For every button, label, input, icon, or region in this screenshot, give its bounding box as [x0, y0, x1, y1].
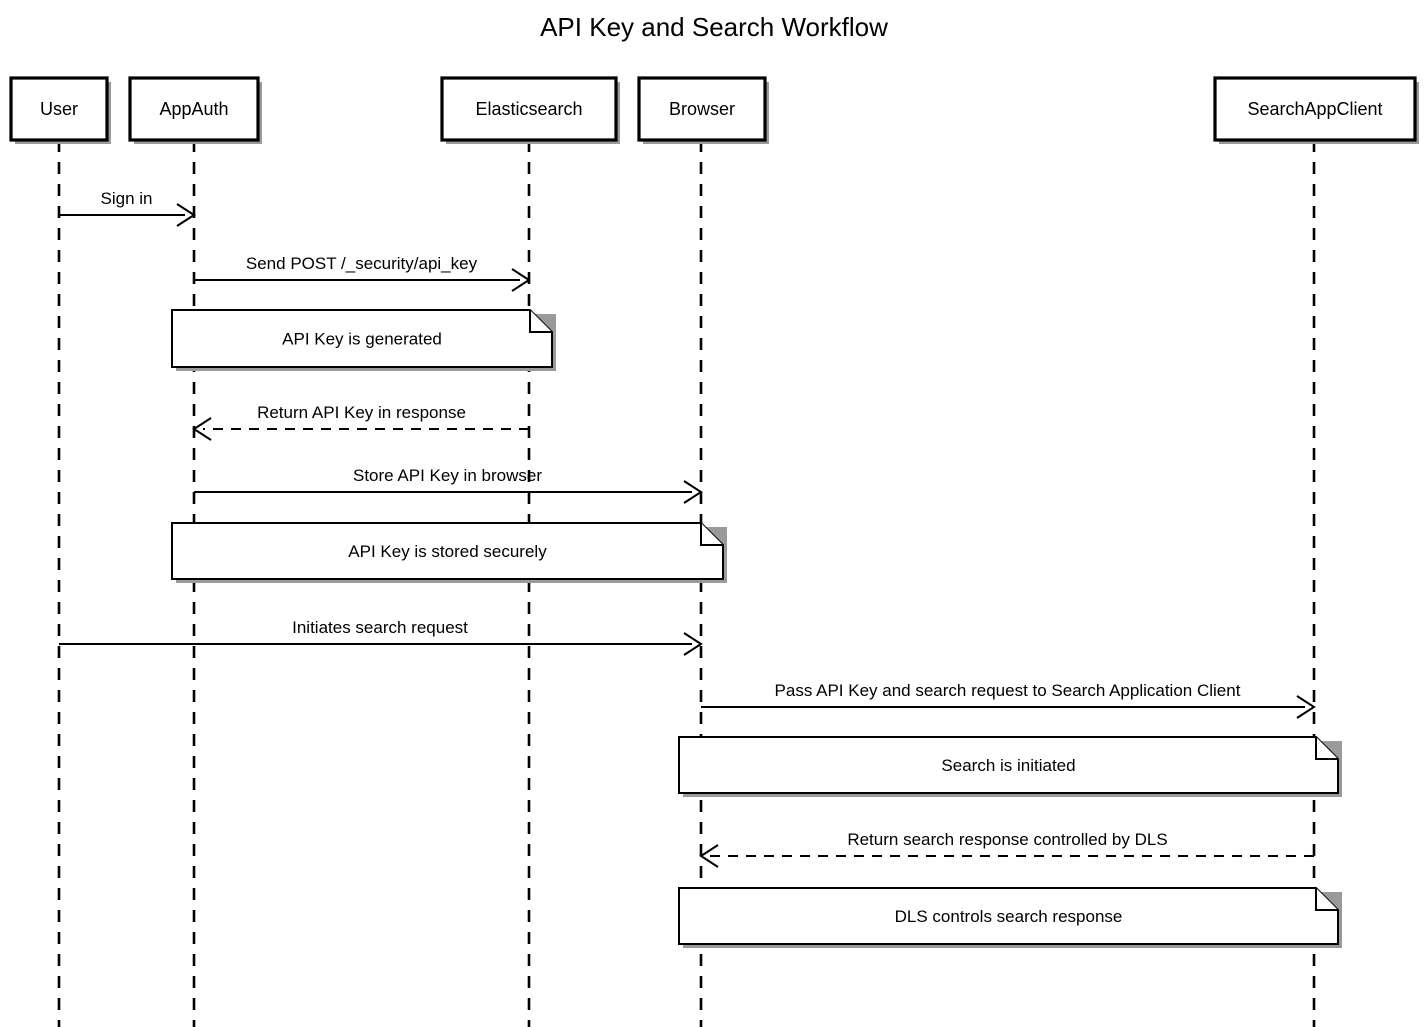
note-2[interactable]: API Key is generated [171, 309, 556, 371]
note-8[interactable]: Search is initiated [678, 736, 1342, 797]
note-fold-corner-icon [1315, 888, 1338, 911]
note-label: DLS controls search response [895, 907, 1123, 926]
participant-elastic[interactable]: Elasticsearch [440, 76, 620, 144]
lifelines-layer [57, 140, 1316, 1027]
arrow-head-icon [511, 268, 531, 292]
message-1[interactable]: Send POST /_security/api_key [194, 254, 531, 292]
participant-box [1213, 76, 1417, 142]
note-body [678, 887, 1339, 945]
message-6[interactable]: Initiates search request [59, 618, 703, 656]
participant-label: User [40, 99, 78, 119]
participant-searchapp[interactable]: SearchAppClient [1213, 76, 1419, 144]
note-label: Search is initiated [941, 756, 1075, 775]
participant-box [9, 76, 109, 142]
note-10[interactable]: DLS controls search response [678, 887, 1342, 948]
message-label: Send POST /_security/api_key [246, 254, 478, 273]
message-label: Initiates search request [292, 618, 468, 637]
participant-box [637, 76, 767, 142]
note-body [678, 736, 1339, 794]
participant-label: AppAuth [159, 99, 228, 119]
note-label: API Key is stored securely [348, 542, 547, 561]
participants-layer: User AppAuth Elasticsearch Browser SearchApp… [9, 76, 1419, 144]
participant-label: SearchAppClient [1247, 99, 1382, 119]
arrow-head-icon [176, 203, 196, 227]
participant-box [440, 76, 618, 142]
note-fold-corner-icon [529, 310, 552, 333]
participant-box [128, 76, 260, 142]
participant-browser[interactable]: Browser [637, 76, 769, 144]
message-label: Pass API Key and search request to Searc… [775, 681, 1241, 700]
message-0[interactable]: Sign in [59, 189, 196, 227]
participant-appauth[interactable]: AppAuth [128, 76, 262, 144]
note-label: API Key is generated [282, 330, 442, 349]
message-label: Return search response controlled by DLS [847, 830, 1167, 849]
message-7[interactable]: Pass API Key and search request to Searc… [701, 681, 1316, 719]
message-label: Sign in [101, 189, 153, 208]
note-fold-corner-icon [1315, 737, 1338, 760]
arrow-head-icon [699, 844, 719, 868]
message-label: Return API Key in response [257, 403, 466, 422]
message-9[interactable]: Return search response controlled by DLS [699, 830, 1314, 868]
participant-label: Browser [669, 99, 735, 119]
arrow-head-icon [683, 632, 703, 656]
arrow-head-icon [683, 480, 703, 504]
participant-label: Elasticsearch [475, 99, 582, 119]
message-label: Store API Key in browser [353, 466, 542, 485]
arrow-head-icon [1296, 695, 1316, 719]
message-3[interactable]: Return API Key in response [192, 403, 529, 441]
arrow-head-icon [192, 417, 212, 441]
participant-user[interactable]: User [9, 76, 111, 144]
page-title: API Key and Search Workflow [540, 12, 888, 42]
note-body [171, 309, 553, 368]
message-4[interactable]: Store API Key in browser [194, 466, 703, 504]
note-body [171, 522, 724, 580]
note-fold-corner-icon [700, 523, 723, 546]
note-5[interactable]: API Key is stored securely [171, 522, 727, 583]
